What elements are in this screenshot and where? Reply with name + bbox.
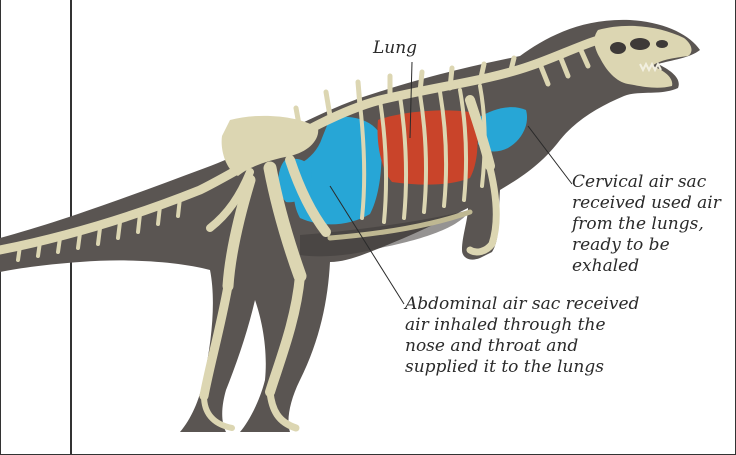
- lung-label: Lung: [373, 38, 417, 59]
- cervical-air-sac-label: Cervical air sac received used air from …: [572, 172, 736, 277]
- abdominal-air-sac-label: Abdominal air sac received air inhaled t…: [405, 294, 639, 378]
